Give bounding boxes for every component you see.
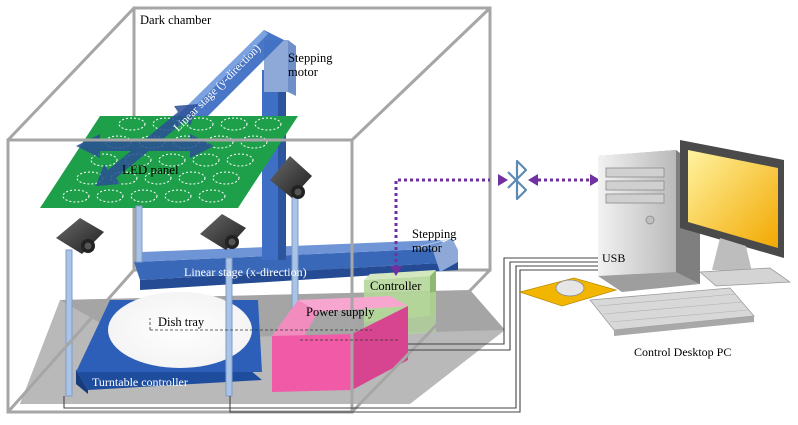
label-stepping-motor-right: Stepping motor <box>412 227 460 255</box>
label-power-supply: Power supply <box>306 305 375 319</box>
label-controller: Controller <box>370 279 422 293</box>
label-stepping-motor-top-line2: motor <box>288 65 319 79</box>
pc-monitor <box>680 140 792 287</box>
label-linear-stage-x: Linear stage (x-direction) <box>184 265 307 279</box>
camera-left <box>56 218 104 254</box>
power-supply-box <box>272 296 408 392</box>
label-stepping-motor-top: Stepping motor <box>288 51 336 79</box>
leader-lines <box>149 318 400 341</box>
label-stepping-motor-right-line1: Stepping <box>412 227 457 241</box>
desktop-pc <box>518 140 792 336</box>
label-led-panel: LED panel <box>122 162 179 177</box>
label-dish-tray: Dish tray <box>158 315 205 329</box>
dish-tray <box>76 292 262 394</box>
label-turntable-controller: Turntable controller <box>92 375 188 389</box>
wireless-arrowheads <box>390 174 600 276</box>
mouse <box>555 279 585 297</box>
label-stepping-motor-top-line1: Stepping <box>288 51 333 65</box>
camera-middle <box>200 214 246 250</box>
camera-right <box>270 156 312 199</box>
cables <box>63 257 612 413</box>
bluetooth-icon <box>507 159 528 201</box>
wireless-link <box>394 178 590 268</box>
label-stepping-motor-right-line2: motor <box>412 241 443 255</box>
label-dark-chamber: Dark chamber <box>140 13 212 27</box>
label-usb: USB <box>602 251 625 265</box>
label-pc: Control Desktop PC <box>634 345 731 359</box>
pc-keyboard <box>589 287 755 336</box>
motion-arrows <box>76 104 214 186</box>
stepping-motor-right <box>410 238 458 272</box>
